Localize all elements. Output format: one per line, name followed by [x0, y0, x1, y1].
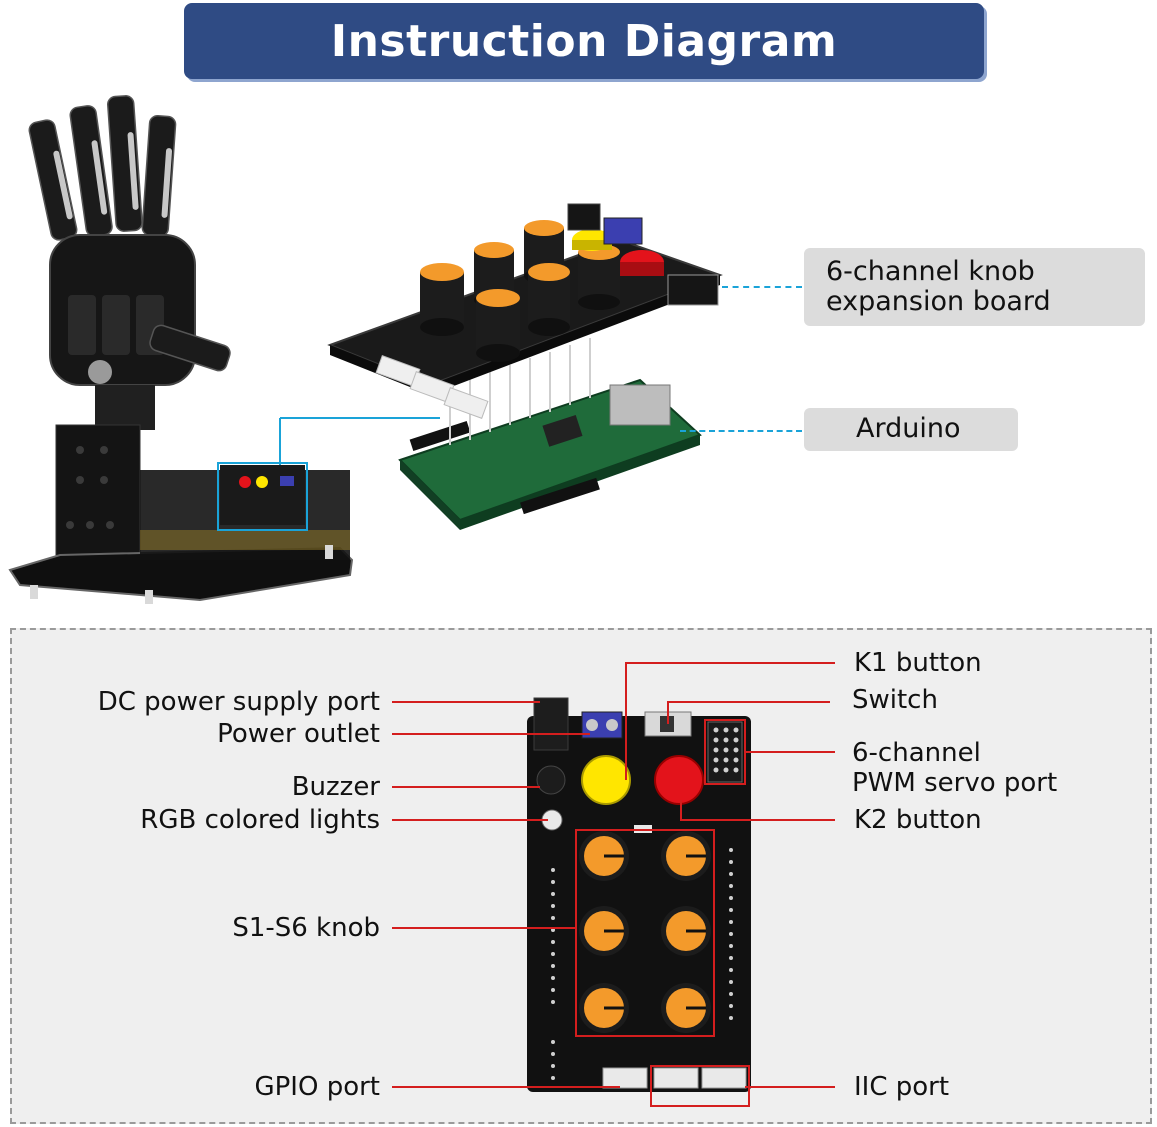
page-title: Instruction Diagram	[330, 15, 838, 67]
robotic-hand	[8, 95, 354, 604]
expansion-knobs	[420, 220, 620, 362]
callout-expansion-board-line1: 6-channel knob	[826, 256, 1035, 287]
title-banner: Instruction Diagram	[184, 3, 984, 79]
label-iic-port: IIC port	[854, 1072, 950, 1102]
callout-expansion-board-line2: expansion board	[826, 286, 1051, 317]
callout-line-expansion	[722, 286, 802, 288]
label-s1-s6-knob: S1-S6 knob	[232, 913, 380, 943]
label-rgb-lights: RGB colored lights	[140, 805, 380, 835]
label-k1-button: K1 button	[854, 648, 982, 678]
callout-arduino: Arduino	[804, 408, 1018, 451]
label-gpio-port: GPIO port	[254, 1072, 380, 1102]
label-power-outlet: Power outlet	[217, 719, 380, 749]
stacked-boards	[327, 203, 723, 530]
callout-expansion-board: 6-channel knob expansion board	[804, 248, 1145, 326]
label-pwm-servo-port-line2: PWM servo port	[852, 768, 1058, 798]
callout-arduino-text: Arduino	[856, 413, 961, 444]
label-k2-button: K2 button	[854, 805, 982, 835]
label-switch: Switch	[852, 685, 938, 715]
label-pwm-servo-port-line1: 6-channel	[852, 738, 981, 768]
s1-s6-knobs	[579, 831, 711, 1033]
callout-line-arduino	[680, 430, 802, 432]
label-dc-power-port: DC power supply port	[97, 687, 380, 717]
label-buzzer: Buzzer	[291, 772, 380, 802]
